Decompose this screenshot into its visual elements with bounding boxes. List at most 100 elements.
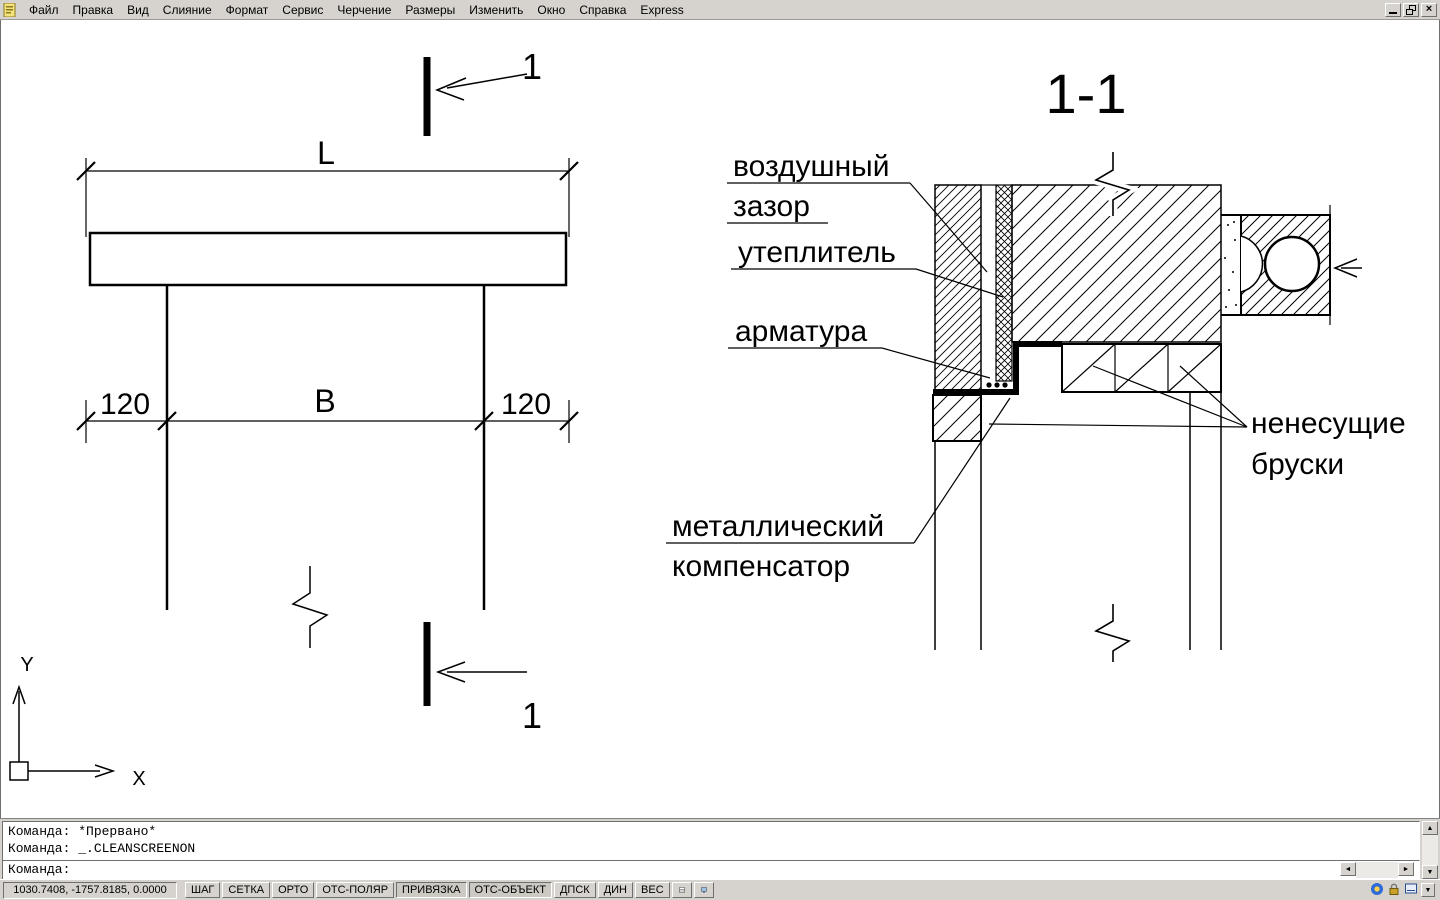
- window-controls: ×: [1385, 2, 1440, 17]
- insulation-text: утеплитель: [738, 236, 896, 269]
- scroll-up-icon[interactable]: ▲: [1422, 821, 1438, 835]
- dim-label-120-left: 120: [100, 388, 150, 421]
- lower-block: [932, 394, 982, 442]
- air-gap-text-1: воздушный: [733, 150, 890, 183]
- command-history-line: Команда: *Прервано*: [8, 824, 157, 839]
- menu-express[interactable]: Express: [640, 2, 684, 17]
- menu-tools[interactable]: Сервис: [282, 2, 324, 17]
- compensator-text-1: металлический: [672, 510, 884, 543]
- sheet-icon: [678, 887, 685, 893]
- bars-band: [1061, 343, 1222, 393]
- dim-label-B: B: [314, 383, 335, 419]
- ucs-y-label: Y: [20, 654, 33, 676]
- bars-text-1: ненесущие: [1251, 407, 1406, 440]
- toggle-ortho[interactable]: ОРТО: [272, 882, 315, 898]
- window-frame-left: [0, 19, 1, 818]
- toggle-osnap[interactable]: ПРИВЯЗКА: [396, 882, 467, 898]
- tray-settings-arrow[interactable]: ▼: [1421, 883, 1435, 897]
- toggle-grid[interactable]: СЕТКА: [222, 882, 271, 898]
- scroll-down-icon[interactable]: ▼: [1422, 865, 1438, 879]
- plan-view: 1 L 120 B: [76, 46, 579, 736]
- section-number-bottom: 1: [522, 695, 542, 736]
- menu-window[interactable]: Окно: [537, 2, 566, 17]
- minimize-button[interactable]: [1385, 2, 1401, 17]
- menu-bar: Файл Правка Вид Слияние Формат Сервис Че…: [0, 0, 1440, 20]
- wall-lines: [165, 285, 486, 610]
- mortar-joint-speckle: [1224, 221, 1237, 308]
- menu-view[interactable]: Вид: [127, 2, 149, 17]
- menu-edit[interactable]: Правка: [72, 2, 114, 17]
- dimension-B-row: 120 B 120: [76, 383, 579, 443]
- menu-modify[interactable]: Изменить: [469, 2, 524, 17]
- floor-slab: [1221, 205, 1331, 325]
- compensator-text-2: компенсатор: [672, 550, 850, 583]
- dimension-L: L: [76, 135, 579, 237]
- label-air-gap: воздушный зазор: [727, 150, 988, 273]
- scroll-right-icon[interactable]: ►: [1398, 862, 1414, 876]
- toggle-snap[interactable]: ШАГ: [185, 882, 221, 898]
- command-history-line: Команда: _.CLEANSCREENON: [8, 841, 196, 856]
- section-view: 1-1: [666, 62, 1406, 662]
- menu-dimension[interactable]: Размеры: [405, 2, 456, 17]
- command-window: Команда: *Прервано* Команда: _.CLEANSCRE…: [0, 818, 1440, 881]
- rebar-dots: [986, 382, 1008, 388]
- restore-icon: [1406, 4, 1416, 15]
- hscroll-track[interactable]: [1356, 862, 1398, 878]
- coordinate-display[interactable]: 1030.7408, -1757.8185, 0.0000: [3, 881, 177, 899]
- toggle-ducs[interactable]: ДПСК: [553, 882, 596, 898]
- section-marker-top: 1: [423, 46, 542, 136]
- command-prompt: Команда:: [8, 862, 71, 877]
- compensator-profile: [933, 341, 1062, 395]
- menu-insert[interactable]: Слияние: [162, 2, 212, 17]
- section-number-top: 1: [522, 46, 542, 87]
- command-vscrollbar[interactable]: ▲ ▼: [1422, 821, 1438, 879]
- command-history[interactable]: Команда: *Прервано* Команда: _.CLEANSCRE…: [2, 821, 1420, 863]
- screen-toggle-icon[interactable]: [693, 882, 714, 898]
- command-hscrollbar[interactable]: ◄ ►: [1340, 862, 1414, 878]
- label-bars: ненесущие бруски: [988, 365, 1406, 481]
- digital-signature-icon[interactable]: [1404, 882, 1418, 899]
- toggle-dyn[interactable]: ДИН: [597, 882, 634, 898]
- app-icon: [3, 2, 16, 17]
- slab-void-circle: [1263, 235, 1321, 293]
- beam-outline: [88, 231, 568, 287]
- close-icon: ×: [1425, 2, 1433, 15]
- menu-help[interactable]: Справка: [579, 2, 627, 17]
- communication-center-icon[interactable]: [1370, 882, 1384, 899]
- menu-file[interactable]: Файл: [29, 2, 59, 17]
- menu-draw[interactable]: Черчение: [337, 2, 392, 17]
- label-insulation: утеплитель: [731, 236, 1004, 298]
- minimize-icon: [1389, 11, 1397, 14]
- status-tray: ▼: [1370, 882, 1437, 899]
- label-compensator: металлический компенсатор: [666, 397, 1011, 583]
- dim-label-120-right: 120: [501, 388, 551, 421]
- vscroll-track[interactable]: [1422, 835, 1438, 865]
- break-mark-bottom: [1084, 604, 1140, 662]
- close-button[interactable]: ×: [1421, 2, 1437, 17]
- command-input-line[interactable]: Команда: ◄ ►: [2, 860, 1420, 880]
- toggle-otrack[interactable]: ОТС-ОБЪЕКТ: [468, 882, 552, 898]
- status-bar: 1030.7408, -1757.8185, 0.0000 ШАГ СЕТКА …: [0, 879, 1440, 900]
- section-marker-bottom: 1: [423, 622, 542, 736]
- insulation-hatch: [995, 184, 1013, 382]
- layout-icon[interactable]: [671, 882, 692, 898]
- break-mark-top: [1084, 152, 1140, 216]
- toggle-lwt[interactable]: ВЕС: [635, 882, 670, 898]
- bars-text-2: бруски: [1251, 448, 1344, 481]
- label-rebar: арматура: [728, 315, 991, 379]
- ucs-x-label: X: [132, 768, 145, 790]
- section-title: 1-1: [1046, 62, 1127, 125]
- wall-continuation: [934, 392, 1222, 650]
- dim-label-L: L: [317, 135, 335, 171]
- toggle-polar[interactable]: ОТС-ПОЛЯР: [316, 882, 395, 898]
- air-gap-text-2: зазор: [733, 190, 810, 223]
- monitor-icon: [700, 887, 707, 893]
- scroll-left-icon[interactable]: ◄: [1340, 862, 1356, 876]
- break-mark-plan: [291, 566, 329, 648]
- menu-format[interactable]: Формат: [225, 2, 269, 17]
- lock-icon[interactable]: [1387, 882, 1401, 899]
- restore-button[interactable]: [1403, 2, 1419, 17]
